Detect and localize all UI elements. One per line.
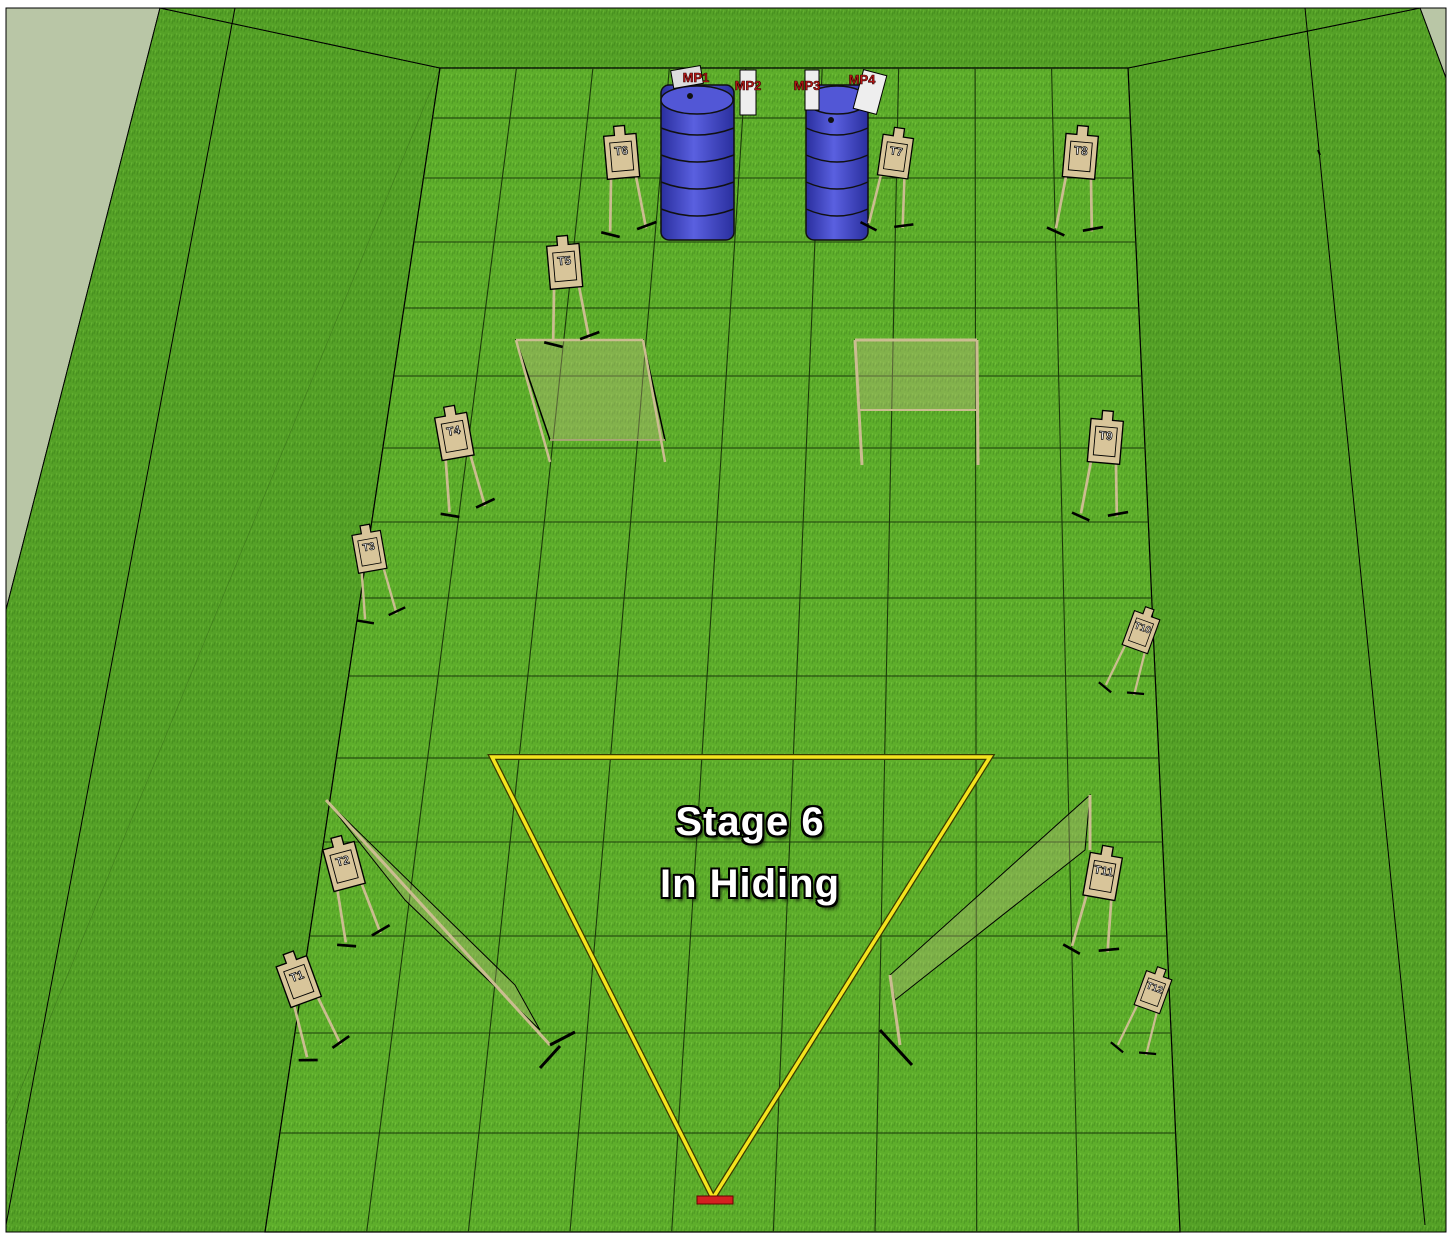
target-label: T3	[362, 541, 376, 554]
stage-title: Stage 6	[590, 800, 910, 845]
stage-subtitle: In Hiding	[590, 862, 910, 907]
popper-label-mp1: MP1	[683, 70, 710, 85]
right-berm	[1128, 8, 1446, 1232]
popper-label-mp3: MP3	[794, 78, 821, 93]
popper-label-mp2: MP2	[735, 78, 762, 93]
target-label: T5	[557, 254, 572, 268]
target-label: T6	[614, 144, 629, 158]
start-position-marker	[697, 1196, 733, 1204]
target-label: T8	[1073, 144, 1088, 158]
target-label: T9	[1098, 429, 1113, 443]
target-label: T4	[446, 424, 462, 439]
target-label: T7	[889, 145, 903, 159]
popper-label-mp4: MP4	[849, 72, 877, 87]
barrel-stack-left	[661, 85, 734, 240]
